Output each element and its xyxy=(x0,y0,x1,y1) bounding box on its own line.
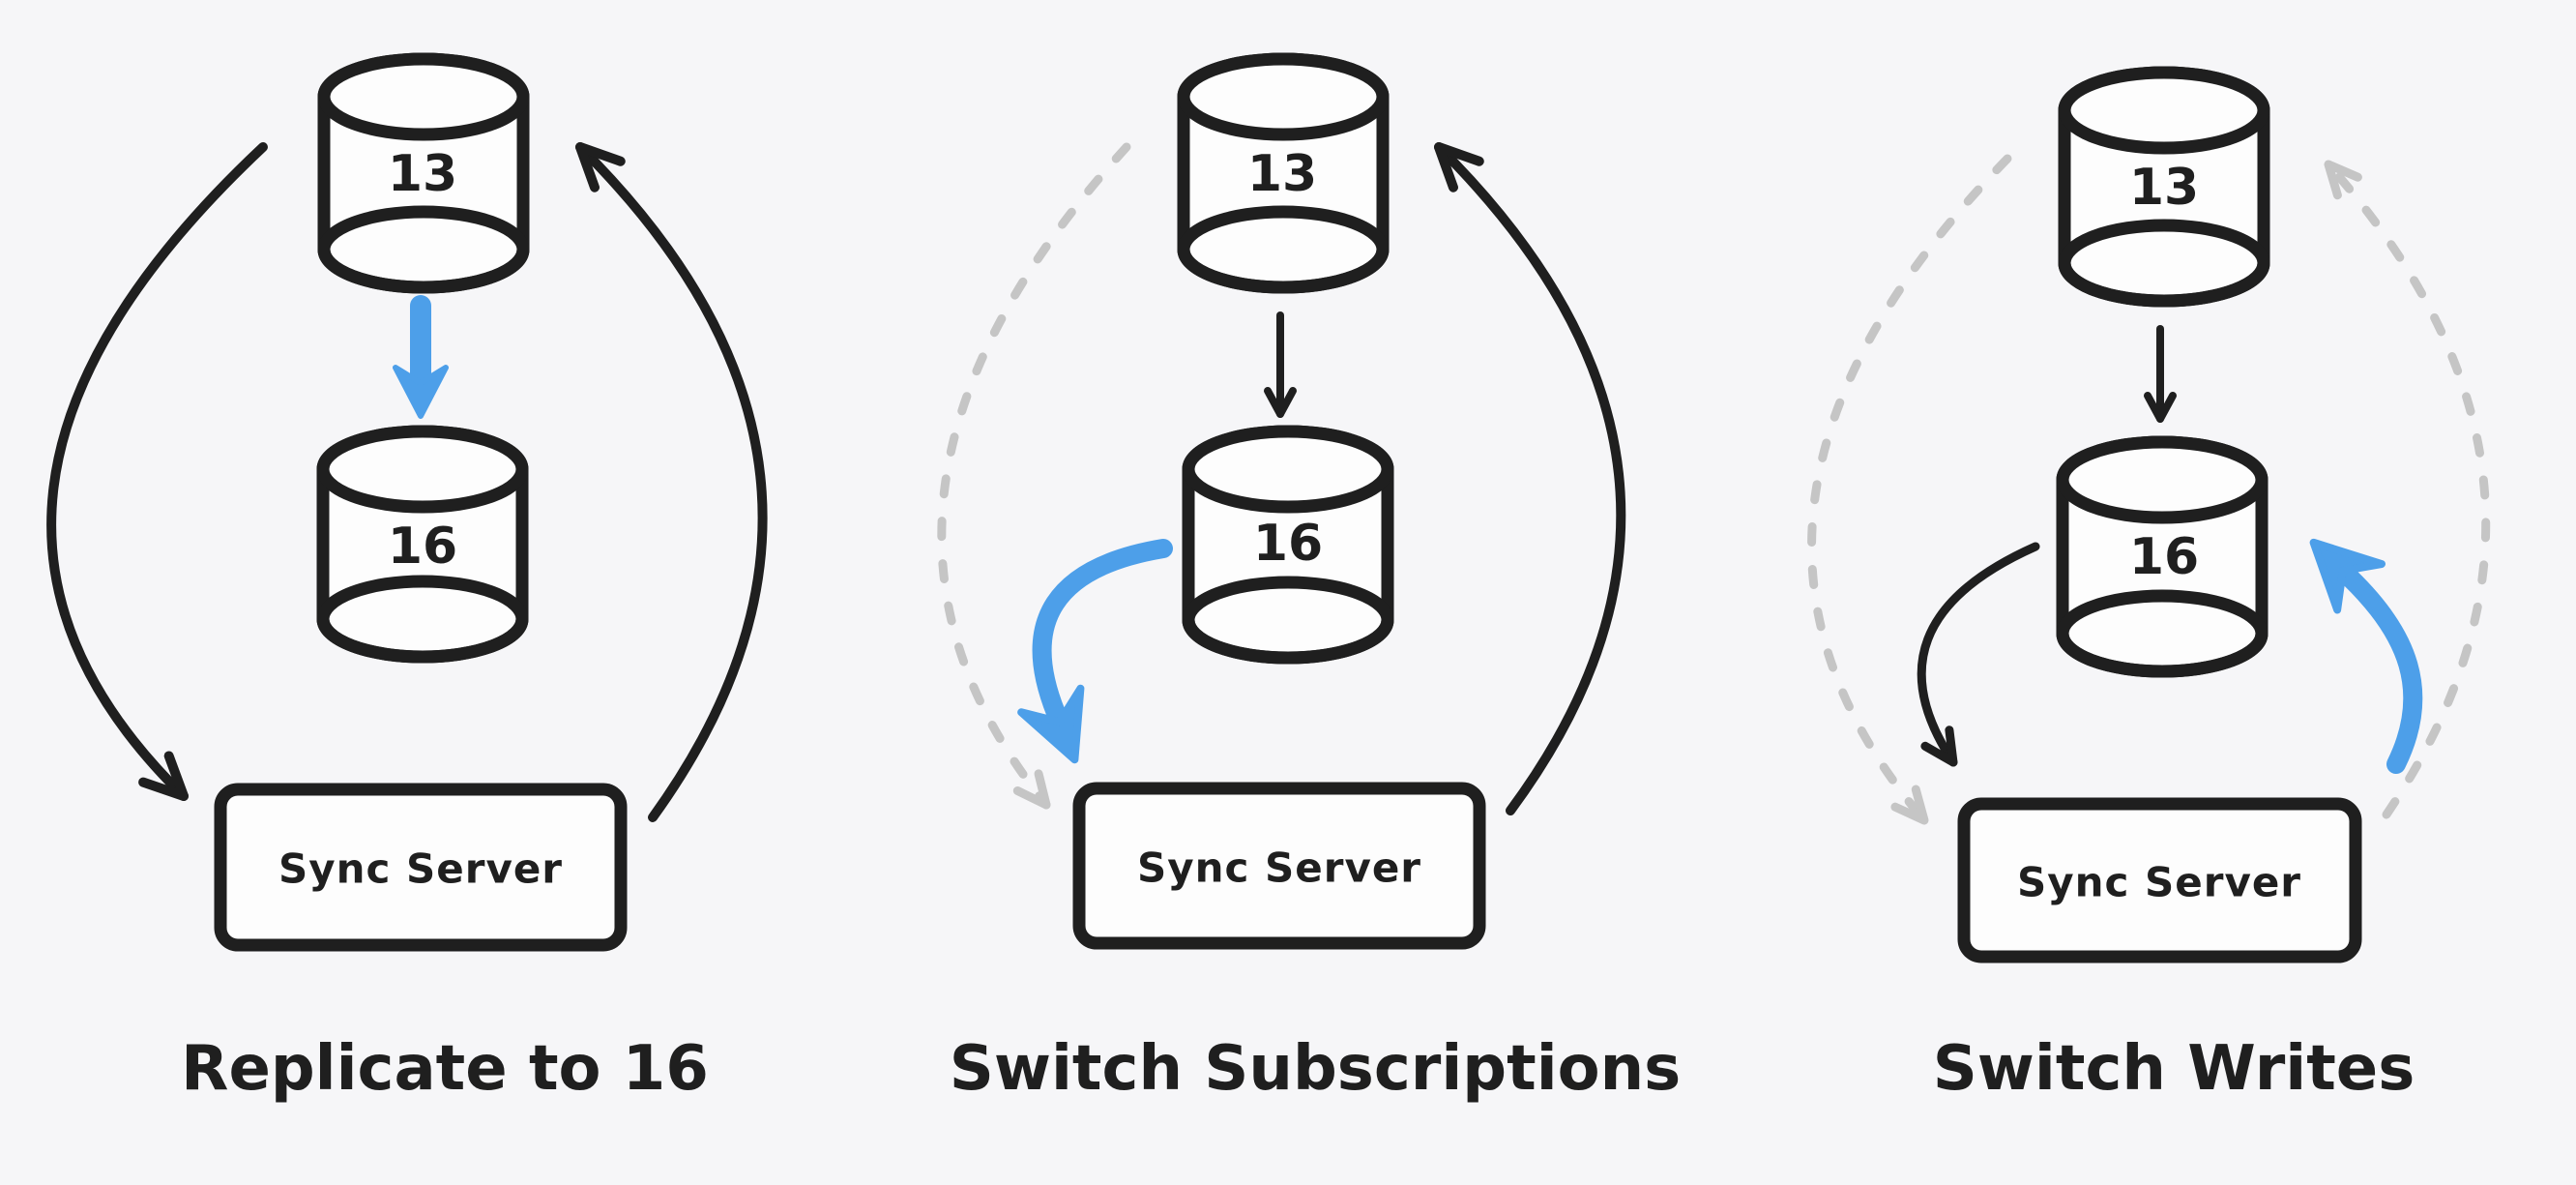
cylinder-bottom-ellipse xyxy=(317,205,530,294)
db-version-label: 13 xyxy=(1247,145,1317,203)
db-version-label: 16 xyxy=(1253,515,1323,573)
server-to-db13-arc-inactive xyxy=(2324,160,2491,819)
sync-server-box: Sync Server xyxy=(214,783,628,952)
db-version-label: 13 xyxy=(388,145,457,203)
cylinder-top-ellipse xyxy=(316,425,529,514)
cylinder-bottom-ellipse xyxy=(1177,205,1390,294)
server-label: Sync Server xyxy=(1137,844,1421,892)
server-rect xyxy=(1957,797,2362,963)
db13-to-server-arc-inactive xyxy=(1807,154,2012,825)
sync-server-box: Sync Server xyxy=(1957,797,2362,963)
server-to-db13-arc xyxy=(1434,142,1626,815)
db13-to-server-arc xyxy=(46,142,268,801)
cylinder-bottom-ellipse xyxy=(316,575,529,664)
cylinder-bottom-ellipse xyxy=(2056,589,2269,678)
subscription-switch-arrow xyxy=(1017,539,1173,764)
panel-title: Switch Writes xyxy=(1933,1033,2415,1105)
db-version-label: 16 xyxy=(2129,528,2199,586)
cylinder-bottom-ellipse xyxy=(1182,576,1394,665)
cylinder-bottom-ellipse xyxy=(2058,219,2270,308)
database-cylinder-16: 16 xyxy=(316,425,529,664)
panel-title: Replicate to 16 xyxy=(181,1033,709,1105)
server-label: Sync Server xyxy=(278,845,563,893)
panel-switch-subscriptions: 13 16 Sync Server Switch Subscriptions xyxy=(937,52,1682,1105)
panel-replicate: 13 16 Sync Server Replicate to 16 xyxy=(46,52,768,1105)
panel-switch-writes: 13 16 Sync Server Switch Writes xyxy=(1807,66,2491,1105)
write-switch-arrow xyxy=(2309,538,2423,774)
db13-to-server-arc-inactive xyxy=(937,142,1131,810)
panel-title: Switch Subscriptions xyxy=(950,1033,1682,1105)
db-version-label: 16 xyxy=(388,518,457,576)
database-cylinder-13: 13 xyxy=(2058,66,2270,308)
cylinder-top-ellipse xyxy=(2058,66,2270,155)
server-rect xyxy=(1072,782,1486,950)
database-cylinder-13: 13 xyxy=(1177,52,1390,294)
cylinder-top-ellipse xyxy=(317,52,530,141)
cylinder-top-ellipse xyxy=(1182,425,1394,514)
db16-to-server-arc xyxy=(1917,542,2040,767)
database-cylinder-16: 16 xyxy=(1182,425,1394,665)
server-to-db13-arc xyxy=(575,142,768,822)
db-version-label: 13 xyxy=(2129,159,2199,217)
sync-server-box: Sync Server xyxy=(1072,782,1486,950)
cylinder-top-ellipse xyxy=(2056,435,2269,524)
server-label: Sync Server xyxy=(2017,859,2301,906)
database-cylinder-13: 13 xyxy=(317,52,530,294)
database-cylinder-16: 16 xyxy=(2056,435,2269,678)
server-rect xyxy=(214,783,628,952)
cylinder-top-ellipse xyxy=(1177,52,1390,141)
